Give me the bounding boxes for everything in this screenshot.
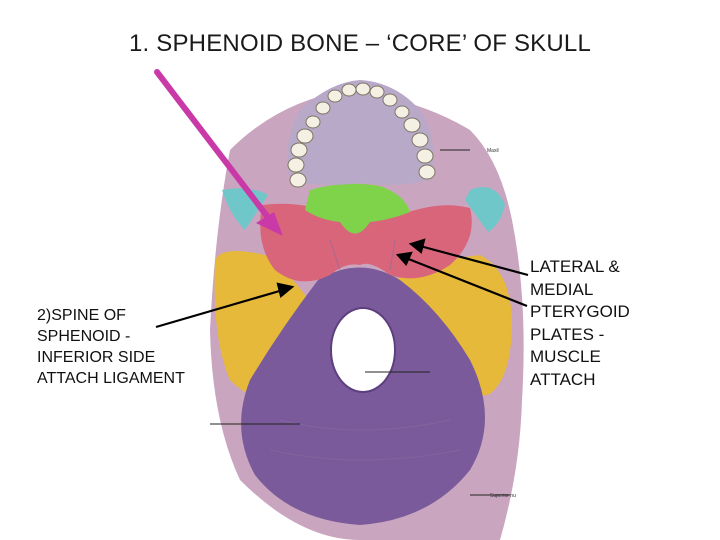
annotation-lines [155, 238, 529, 329]
arrow-pointer [154, 69, 283, 236]
palatine [305, 183, 410, 234]
figure-label-superior: Superior nu [490, 493, 516, 499]
annotation-pterygoid-plates: LATERAL & MEDIAL PTERYGOID PLATES - MUSC… [530, 257, 630, 389]
annotation-spine-of-sphenoid: 2)SPINE OF SPHENOID - INFERIOR SIDE ATTA… [37, 307, 185, 387]
teeth [287, 82, 436, 188]
zygomatic-right [465, 187, 505, 232]
slide-title: 1. SPHENOID BONE – ‘CORE’ OF SKULL [128, 30, 592, 57]
foramen-magnum [330, 307, 396, 393]
figure-label-maxil: Maxil [487, 148, 499, 154]
texture-lines [269, 239, 461, 461]
occipital [241, 267, 485, 525]
leader-lines [210, 149, 510, 496]
